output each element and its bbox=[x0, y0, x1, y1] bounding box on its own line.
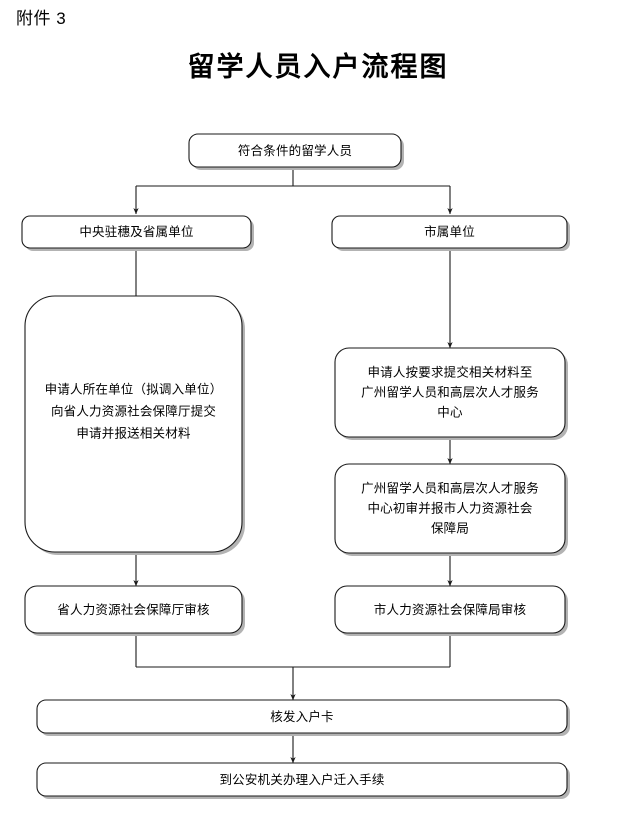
attachment-label: 附件 3 bbox=[16, 9, 67, 28]
node-right-review-center-line-1: 广州留学人员和高层次人才服务 bbox=[361, 480, 539, 495]
node-right-submit-line-2: 广州留学人员和高层次人才服务 bbox=[361, 384, 539, 399]
page-title: 留学人员入户流程图 bbox=[187, 52, 449, 82]
node-right-submit[interactable]: 申请人按要求提交相关材料至 广州留学人员和高层次人才服务 中心 bbox=[334, 347, 568, 440]
node-branch-left-label: 中央驻穗及省属单位 bbox=[79, 224, 193, 239]
node-left-submit-line-1: 申请人所在单位（拟调入单位） bbox=[45, 381, 223, 396]
node-left-submit[interactable]: 申请人所在单位（拟调入单位） 向省人力资源社会保障厅提交 申请并报送相关材料 bbox=[24, 295, 245, 555]
node-right-submit-line-1: 申请人按要求提交相关材料至 bbox=[367, 364, 532, 379]
node-start-label: 符合条件的留学人员 bbox=[238, 143, 352, 158]
node-branch-right[interactable]: 市属单位 bbox=[331, 215, 570, 251]
node-province-review-label: 省人力资源社会保障厅审核 bbox=[57, 602, 210, 617]
node-police-transfer[interactable]: 到公安机关办理入户迁入手续 bbox=[36, 762, 570, 799]
node-city-review[interactable]: 市人力资源社会保障局审核 bbox=[334, 585, 568, 636]
node-issue-card[interactable]: 核发入户卡 bbox=[36, 699, 570, 736]
node-left-submit-line-2: 向省人力资源社会保障厅提交 bbox=[51, 403, 216, 418]
node-right-review-center[interactable]: 广州留学人员和高层次人才服务 中心初审并报市人力资源社会 保障局 bbox=[334, 463, 568, 556]
node-right-review-center-line-2: 中心初审并报市人力资源社会 bbox=[367, 500, 532, 515]
node-right-submit-line-3: 中心 bbox=[437, 404, 463, 419]
node-start[interactable]: 符合条件的留学人员 bbox=[188, 133, 404, 170]
connector-layer bbox=[133, 170, 453, 764]
node-province-review[interactable]: 省人力资源社会保障厅审核 bbox=[24, 585, 245, 636]
node-police-transfer-label: 到公安机关办理入户迁入手续 bbox=[219, 772, 384, 787]
node-issue-card-label: 核发入户卡 bbox=[270, 709, 334, 724]
node-right-review-center-line-3: 保障局 bbox=[431, 520, 469, 535]
node-branch-right-label: 市属单位 bbox=[424, 224, 475, 239]
node-branch-left[interactable]: 中央驻穗及省属单位 bbox=[21, 215, 254, 251]
node-left-submit-line-3: 申请并报送相关材料 bbox=[76, 425, 191, 440]
node-city-review-label: 市人力资源社会保障局审核 bbox=[374, 602, 527, 617]
